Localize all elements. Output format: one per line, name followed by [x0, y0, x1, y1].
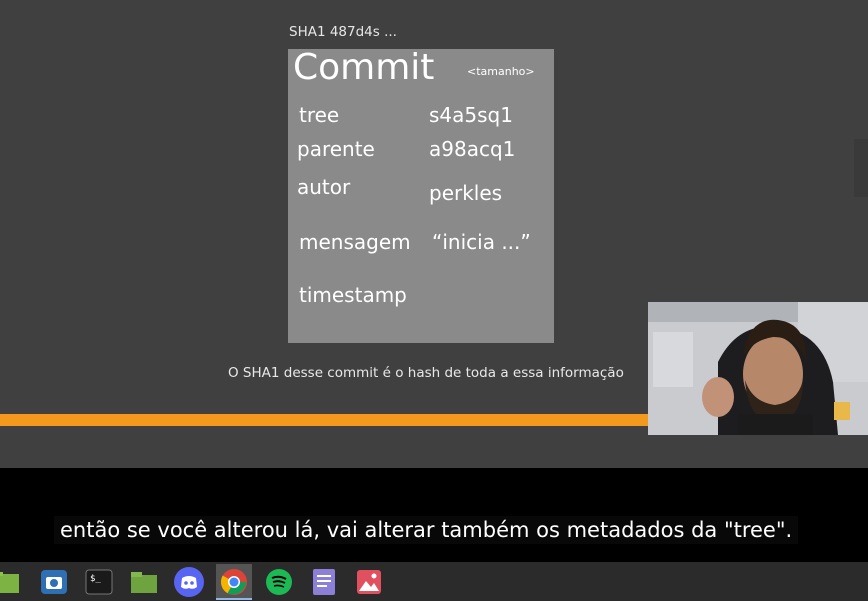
field-value-autor: perkles — [429, 181, 503, 205]
subtitle-text: então se você alterou lá, vai alterar ta… — [54, 516, 799, 544]
text-editor-icon[interactable] — [306, 564, 342, 600]
files-icon[interactable] — [126, 564, 162, 600]
field-label-mensagem: mensagem — [299, 230, 411, 254]
active-indicator — [216, 598, 252, 600]
webcam-overlay — [648, 302, 868, 435]
commit-size-tag: <tamanho> — [467, 65, 535, 78]
field-value-mensagem: “inicia ...” — [432, 230, 531, 254]
chrome-icon[interactable] — [216, 564, 252, 600]
taskbar: $_ — [0, 562, 868, 601]
subtitle-area — [0, 468, 868, 562]
commit-box: Commit <tamanho> tree s4a5sq1 parente a9… — [288, 47, 554, 343]
camera-app-icon[interactable] — [36, 564, 72, 600]
image-viewer-icon[interactable] — [351, 564, 387, 600]
slide-note: O SHA1 desse commit é o hash de toda a e… — [228, 365, 624, 381]
field-label-parente: parente — [297, 137, 375, 161]
field-value-parente: a98acq1 — [429, 137, 516, 161]
commit-title: Commit — [293, 47, 435, 88]
field-label-timestamp: timestamp — [299, 283, 407, 307]
video-frame[interactable]: SHA1 487d4s ... Commit <tamanho> tree s4… — [0, 0, 868, 468]
terminal-icon[interactable]: $_ — [81, 564, 117, 600]
sha-label: SHA1 487d4s ... — [289, 24, 397, 40]
spotify-icon[interactable] — [261, 564, 297, 600]
folder-green-icon[interactable] — [0, 564, 24, 600]
video-progress-bar[interactable] — [0, 414, 650, 426]
side-tab — [854, 139, 868, 197]
field-label-tree: tree — [299, 103, 340, 127]
presenter-image — [648, 302, 868, 435]
discord-icon[interactable] — [171, 564, 207, 600]
svg-text:$_: $_ — [90, 574, 101, 584]
field-value-tree: s4a5sq1 — [429, 103, 513, 127]
field-label-autor: autor — [297, 175, 351, 199]
